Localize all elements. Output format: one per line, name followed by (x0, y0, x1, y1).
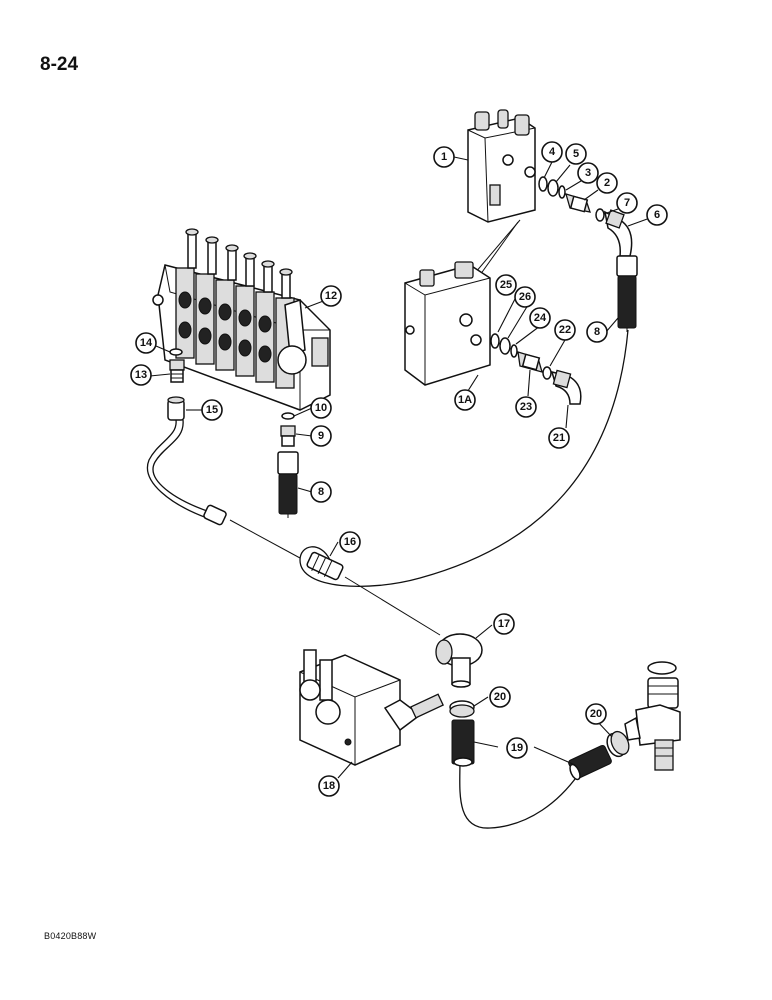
valve-block-18 (299, 649, 444, 766)
callout-7: 7 (616, 192, 638, 214)
callout-23: 23 (515, 396, 537, 418)
svg-text:17: 17 (498, 618, 510, 630)
svg-text:22: 22 (559, 324, 571, 336)
callout-1: 1 (433, 146, 455, 168)
svg-text:24: 24 (534, 312, 547, 324)
callout-6: 6 (646, 204, 668, 226)
callout-22: 22 (554, 319, 576, 341)
o-ring-3 (558, 185, 566, 199)
return-tube-15-outer (146, 419, 208, 519)
seal-ring-25 (490, 333, 500, 349)
callout-26: 26 (514, 286, 536, 308)
o-ring-24 (510, 344, 518, 358)
svg-text:25: 25 (500, 279, 512, 291)
adapter-2 (565, 193, 591, 213)
svg-text:14: 14 (140, 337, 153, 349)
svg-text:26: 26 (519, 291, 531, 303)
callout-12: 12 (320, 285, 342, 307)
svg-text:21: 21 (553, 432, 565, 444)
svg-text:4: 4 (549, 146, 556, 158)
svg-text:3: 3 (585, 167, 591, 179)
o-ring-14 (169, 348, 183, 356)
svg-text:5: 5 (573, 148, 579, 160)
svg-text:23: 23 (520, 401, 532, 413)
svg-text:15: 15 (206, 404, 218, 416)
callout-16: 16 (339, 531, 361, 553)
seal-ring-5 (547, 179, 559, 197)
fitting-16 (306, 551, 344, 581)
valve-section-1 (467, 109, 536, 223)
nut-15 (167, 396, 185, 421)
callout-4: 4 (541, 141, 563, 163)
callout-8-left: 8 (310, 481, 332, 503)
callout-10: 10 (310, 397, 332, 419)
svg-text:16: 16 (344, 536, 356, 548)
connector-9 (280, 425, 296, 447)
hose-clamp-20-right (606, 730, 630, 758)
callout-15: 15 (201, 399, 223, 421)
svg-text:20: 20 (590, 708, 602, 720)
callout-17: 17 (493, 613, 515, 635)
svg-text:13: 13 (135, 369, 147, 381)
tee-fitting-right (624, 661, 681, 771)
callout-13: 13 (130, 364, 152, 386)
svg-text:1A: 1A (458, 394, 472, 406)
svg-text:8: 8 (318, 486, 324, 498)
svg-text:18: 18 (323, 780, 335, 792)
svg-text:1: 1 (441, 151, 447, 163)
callout-19: 19 (506, 737, 528, 759)
page-number: 8-24 (40, 54, 79, 75)
elbow-6 (603, 209, 633, 257)
tee-fitting-17 (435, 633, 483, 688)
callout-14: 14 (135, 332, 157, 354)
hose-8-right (616, 255, 638, 332)
hose-19-left (451, 719, 475, 767)
hose-line-19 (459, 759, 579, 829)
callout-21: 21 (548, 427, 570, 449)
svg-text:6: 6 (654, 209, 660, 221)
callout-2: 2 (596, 172, 618, 194)
connector-13 (169, 359, 185, 383)
hose-line-main (299, 329, 629, 588)
hose-clamp-20-left (449, 700, 475, 718)
svg-text:19: 19 (511, 742, 523, 754)
callout-9: 9 (310, 425, 332, 447)
seal-ring-26 (499, 337, 511, 355)
o-ring-7 (595, 208, 605, 222)
return-tube-15 (152, 419, 211, 513)
figure-code: B0420B88W (44, 931, 97, 941)
callout-24: 24 (529, 307, 551, 329)
o-ring-22 (542, 366, 552, 380)
o-ring-10 (281, 412, 295, 420)
svg-text:10: 10 (315, 402, 327, 414)
callout-18: 18 (318, 775, 340, 797)
svg-text:2: 2 (604, 177, 610, 189)
callout-20-right: 20 (585, 703, 607, 725)
explode-line-1-1a-b (479, 221, 519, 276)
valve-section-1a (404, 261, 491, 386)
svg-text:20: 20 (494, 691, 506, 703)
callout-8-right: 8 (586, 321, 608, 343)
svg-text:8: 8 (594, 326, 600, 338)
svg-text:9: 9 (318, 430, 324, 442)
svg-text:12: 12 (325, 290, 337, 302)
control-valve-bank-12 (152, 228, 331, 411)
hose-19-right (568, 744, 612, 781)
svg-text:7: 7 (624, 197, 630, 209)
seal-ring-4 (538, 176, 548, 192)
callout-25: 25 (495, 274, 517, 296)
tube-line-16-17 (344, 576, 441, 636)
callout-3: 3 (577, 162, 599, 184)
leader-line-16-left (229, 519, 301, 559)
callout-5: 5 (565, 143, 587, 165)
tube-end-nut (203, 504, 227, 526)
callout-20-left: 20 (489, 686, 511, 708)
callout-1a: 1A (454, 389, 476, 411)
elbow-21 (550, 369, 582, 405)
hose-8-left (277, 451, 299, 518)
adapter-23 (517, 351, 543, 373)
